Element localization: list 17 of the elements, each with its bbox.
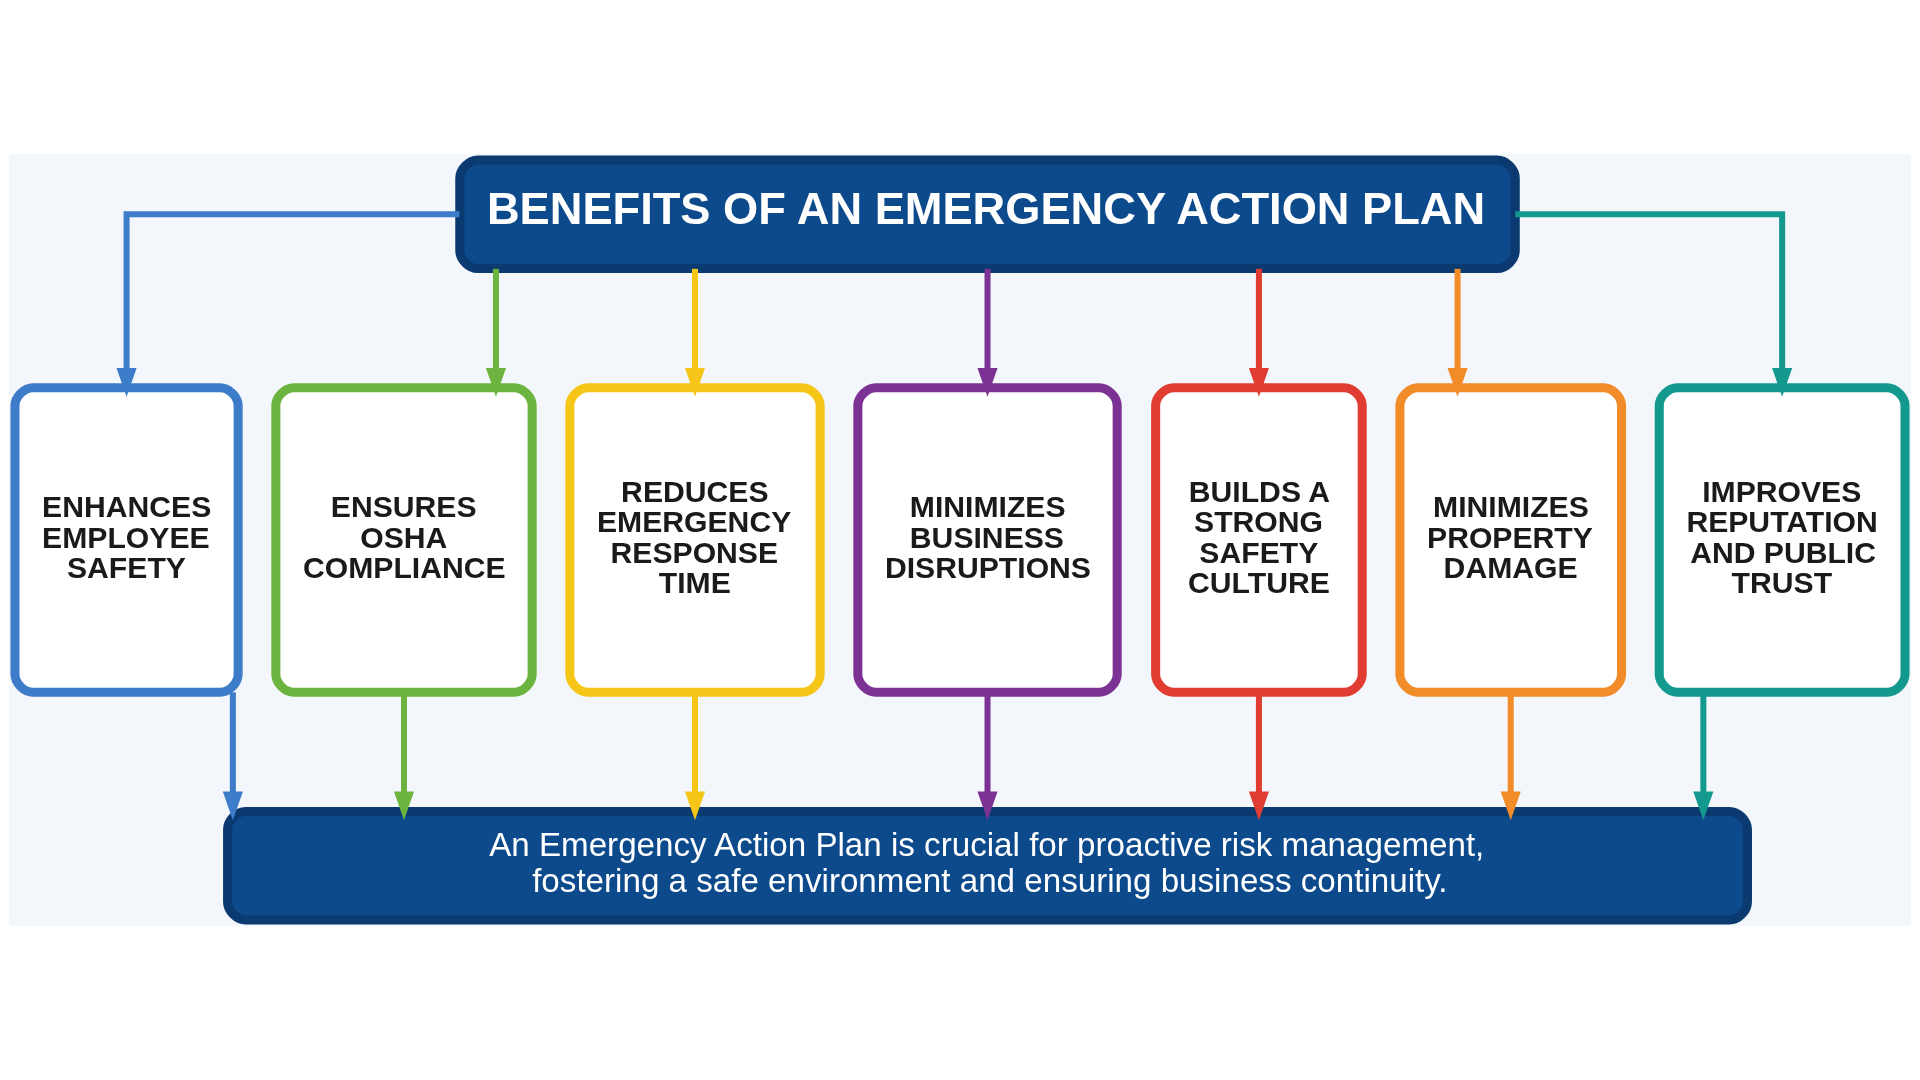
- node-box: ENHANCES EMPLOYEE SAFETY: [10, 383, 243, 697]
- arrow: [485, 268, 507, 397]
- node-box: BENEFITS OF AN EMERGENCY ACTION PLAN: [455, 155, 1520, 274]
- node-box: MINIMIZES BUSINESS DISRUPTIONS: [853, 383, 1122, 697]
- arrow: [1515, 211, 1793, 397]
- arrow: [1248, 268, 1269, 397]
- node-box: REDUCES EMERGENCY RESPONSE TIME: [565, 383, 825, 697]
- arrow: [222, 692, 243, 821]
- arrow: [1447, 268, 1468, 397]
- arrow: [977, 268, 998, 397]
- arrow: [684, 268, 706, 397]
- node-box: ENSURES OSHA COMPLIANCE: [271, 383, 537, 697]
- node-box: IMPROVES REPUTATION AND PUBLIC TRUST: [1654, 383, 1910, 697]
- arrow: [116, 211, 460, 397]
- node-box: An Emergency Action Plan is crucial for proactive risk management, fostering a safe environment and ensuring business continuity.: [223, 806, 1752, 925]
- node-box: BUILDS A STRONG SAFETY CULTURE: [1151, 383, 1367, 697]
- node-box: MINIMIZES PROPERTY DAMAGE: [1395, 383, 1627, 697]
